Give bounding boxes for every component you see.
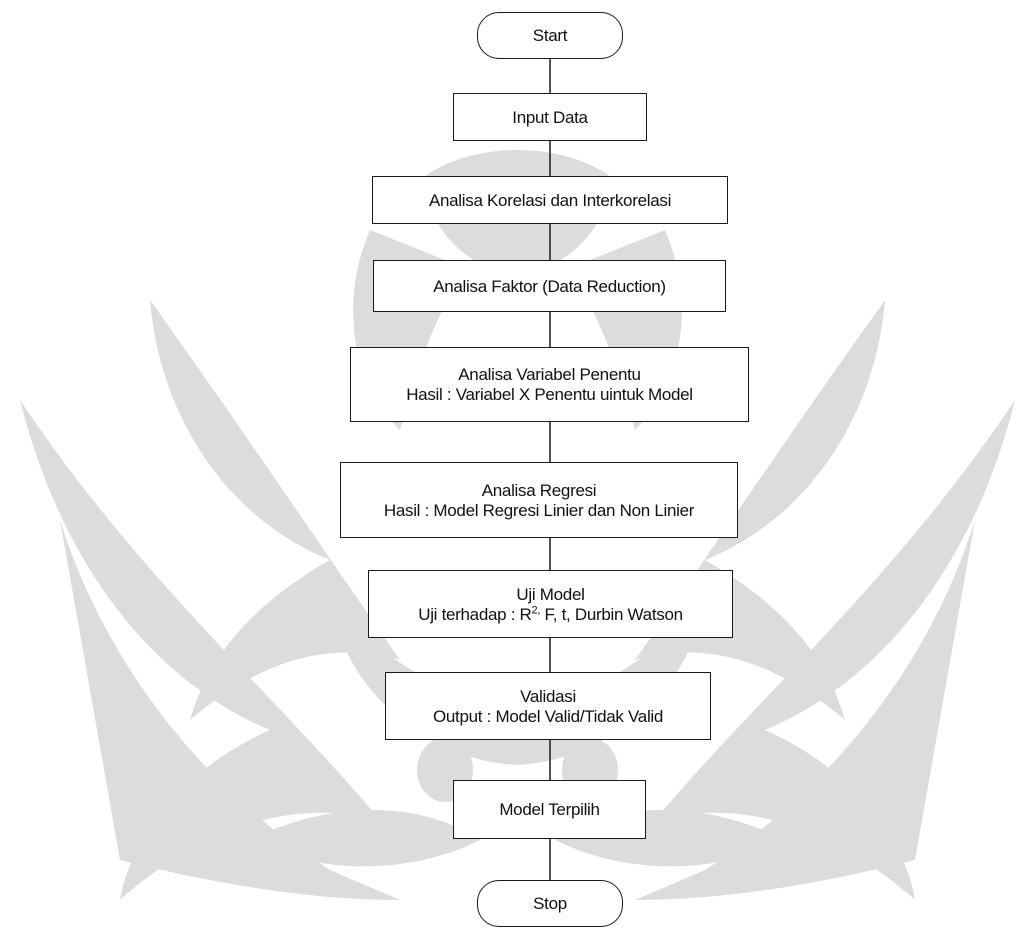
factor-analysis-box: Analisa Faktor (Data Reduction) [373,260,726,312]
correlation-box: Analisa Korelasi dan Interkorelasi [372,176,728,224]
validation-title: Validasi [520,686,576,706]
correlation-label: Analisa Korelasi dan Interkorelasi [428,190,672,210]
start-terminal: Start [477,12,623,59]
validation-box: Validasi Output : Model Valid/Tidak Vali… [385,672,711,740]
input-data-label: Input Data [512,107,588,127]
model-test-result-suffix: F, t, Durbin Watson [540,604,684,624]
model-test-result: Uji terhadap : R2, F, t, Durbin Watson [418,604,683,625]
model-test-box: Uji Model Uji terhadap : R2, F, t, Durbi… [368,570,733,638]
selected-model-label: Model Terpilih [499,800,600,819]
model-test-result-prefix: Uji terhadap : R [418,604,532,624]
variable-analysis-title: Analisa Variabel Penentu [458,365,641,384]
factor-analysis-label: Analisa Faktor (Data Reduction) [433,276,666,296]
stop-terminal: Stop [477,880,623,927]
regression-analysis-result: Hasil : Model Regresi Linier dan Non Lin… [383,500,695,520]
r-squared-superscript: 2, [531,603,541,616]
regression-analysis-box: Analisa Regresi Hasil : Model Regresi Li… [340,462,738,538]
variable-analysis-box: Analisa Variabel Penentu Hasil : Variabe… [350,347,749,422]
regression-analysis-title: Analisa Regresi [481,480,597,500]
variable-analysis-result: Hasil : Variabel X Penentu uintuk Model [406,385,693,404]
selected-model-box: Model Terpilih [453,780,646,839]
start-label: Start [532,26,568,45]
validation-result: Output : Model Valid/Tidak Valid [432,706,664,726]
model-test-title: Uji Model [516,584,585,604]
stop-label: Stop [533,894,567,913]
input-data-box: Input Data [453,93,647,141]
